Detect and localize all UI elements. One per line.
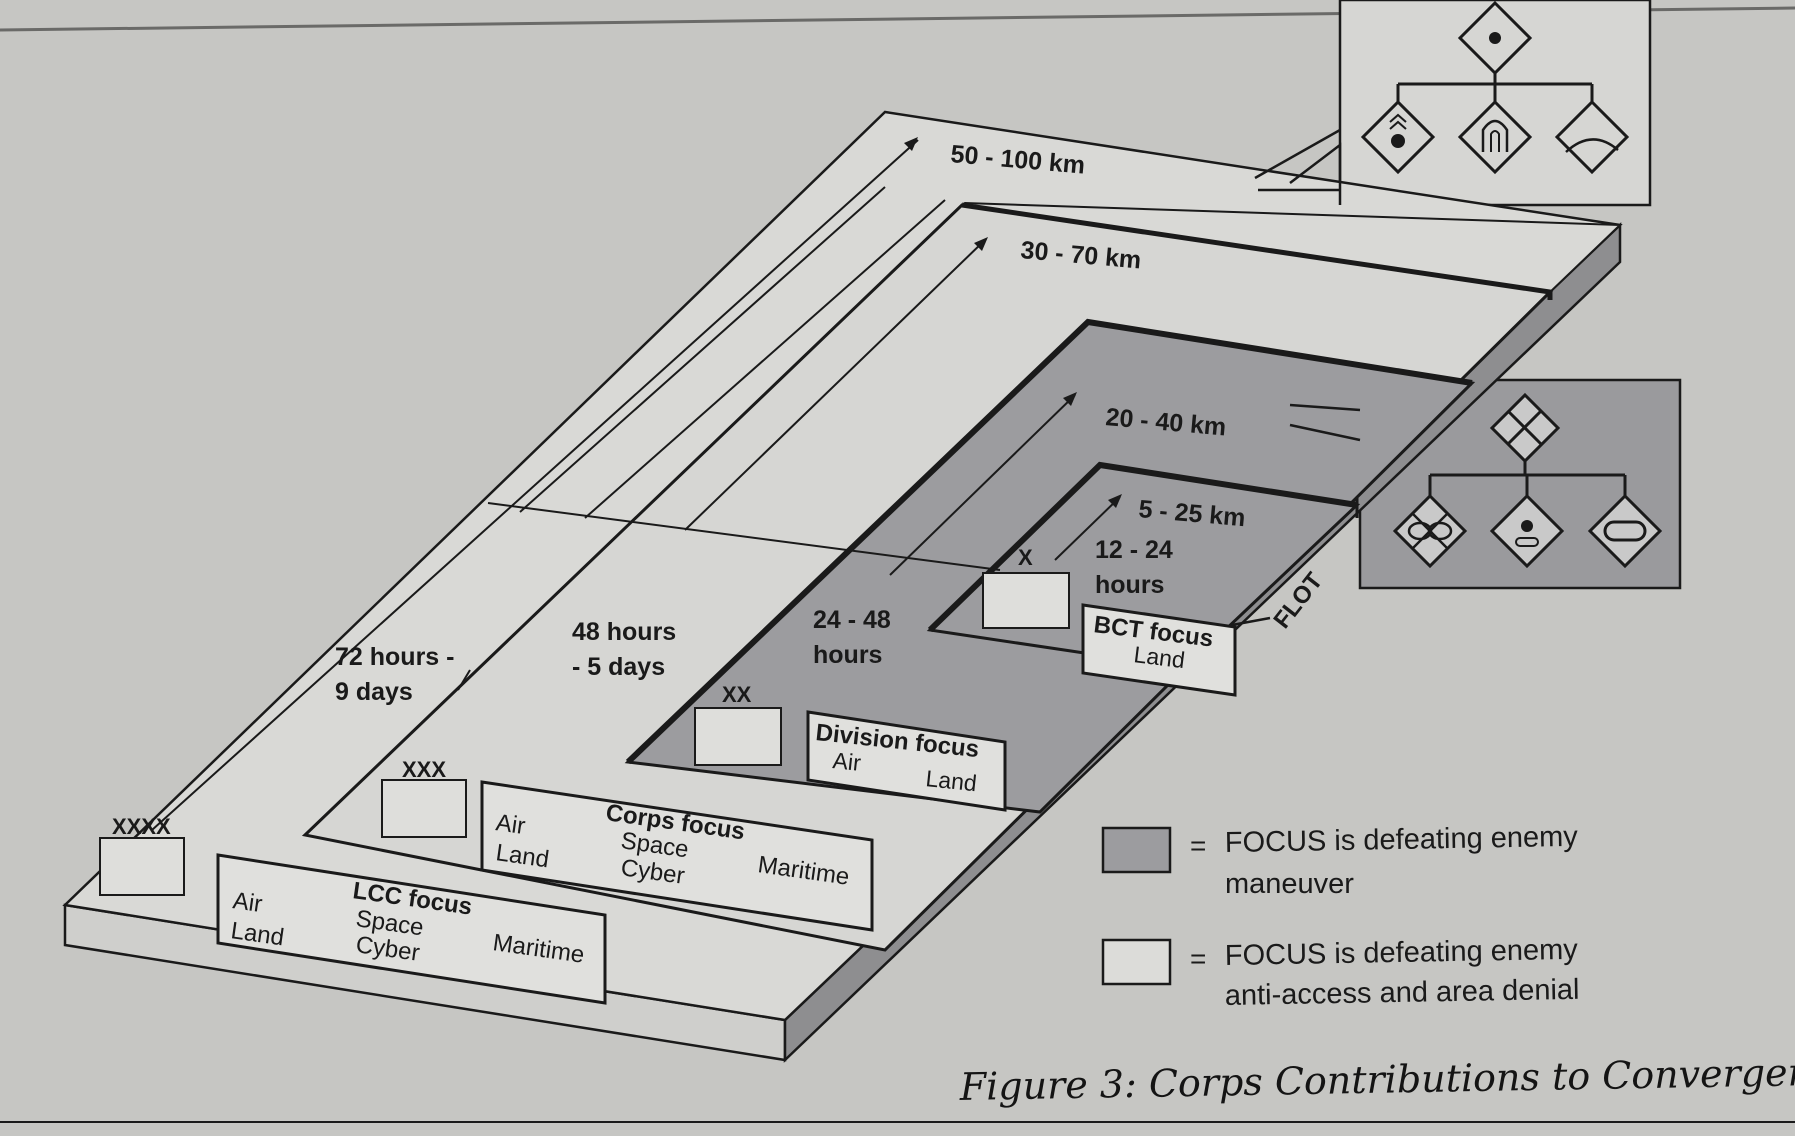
legend-text-1-line2: maneuver: [1225, 868, 1354, 900]
diamond-dot-bar-icon: [1489, 493, 1565, 569]
arrowheads: [904, 137, 1122, 508]
time-label-bct-line2: hours: [1095, 571, 1164, 599]
lcc-focus-box: LCC focus Air Land Space Cyber Maritime: [216, 853, 607, 1005]
legend-swatch-light: [1101, 938, 1172, 986]
diamond-quartered-icon: [1489, 392, 1561, 464]
time-label-corps-line2: - 5 days: [572, 653, 665, 681]
echelon-box-lcc: XXXX: [99, 814, 185, 896]
echelon-box-division: XX: [694, 682, 782, 766]
echelon-box-corps: XXX: [381, 757, 467, 838]
legend-item-maneuver: = FOCUS is defeating enemy maneuver: [1101, 821, 1579, 900]
legend-text-2-line1: FOCUS is defeating enemy: [1225, 934, 1579, 972]
time-label-corps-line1: 48 hours: [572, 618, 676, 646]
legend-equals-2: =: [1190, 943, 1206, 974]
extent-lines: [151, 139, 1121, 831]
echelon-symbol-corps: XXX: [402, 757, 446, 782]
time-label-lcc-line1: 72 hours -: [335, 643, 454, 671]
time-label-division-line1: 24 - 48: [813, 606, 891, 634]
division-domain-land: Land: [924, 765, 978, 796]
diamond-chevron-dot-icon: [1360, 99, 1436, 175]
lcc-domain-air: Air: [231, 887, 264, 918]
legend: = FOCUS is defeating enemy maneuver = FO…: [1101, 821, 1580, 1012]
division-domain-air: Air: [831, 747, 862, 776]
top-unit-symbol-box: [1338, 0, 1652, 207]
legend-text-2-line2: anti-access and area denial: [1225, 974, 1580, 1012]
time-label-bct-line1: 12 - 24: [1095, 536, 1173, 564]
legend-equals-1: =: [1190, 830, 1206, 861]
time-label-division-line2: hours: [813, 641, 882, 669]
diamond-arch-icon: [1457, 99, 1533, 175]
divider-line: [487, 502, 1001, 571]
diamond-infinity-icon: [1392, 493, 1468, 569]
echelon-symbol-division: XX: [722, 682, 752, 707]
corps-domain-air: Air: [494, 809, 527, 840]
diamond-oval-icon: [1587, 493, 1663, 569]
corps-focus-box: Corps focus Air Land Space Cyber Maritim…: [480, 780, 874, 932]
echelon-symbol-lcc: XXXX: [112, 814, 171, 839]
echelon-symbol-bct: X: [1018, 545, 1033, 570]
bct-domain-land: Land: [1132, 641, 1186, 673]
diamond-arc-icon: [1554, 99, 1630, 175]
legend-text-1-line1: FOCUS is defeating enemy: [1225, 821, 1579, 859]
legend-swatch-dark: [1101, 826, 1172, 874]
callout-connectors: [1254, 128, 1361, 442]
legend-item-a2ad: = FOCUS is defeating enemy anti-access a…: [1101, 934, 1580, 1012]
time-label-lcc-line2: 9 days: [335, 678, 413, 706]
echelon-box-bct: X: [982, 545, 1070, 629]
flot-line: [1231, 616, 1271, 627]
